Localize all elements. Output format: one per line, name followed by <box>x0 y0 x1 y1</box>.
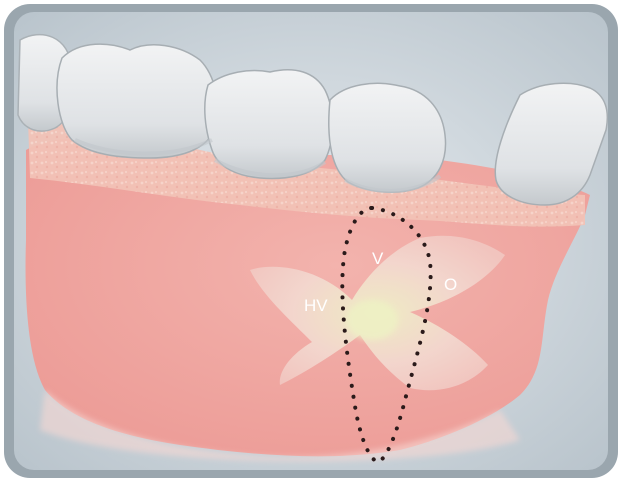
tooth-4 <box>329 83 446 192</box>
tooth-3 <box>205 70 333 179</box>
label-o: O <box>444 275 457 294</box>
label-v: V <box>372 249 384 268</box>
label-hv: HV <box>304 296 328 315</box>
